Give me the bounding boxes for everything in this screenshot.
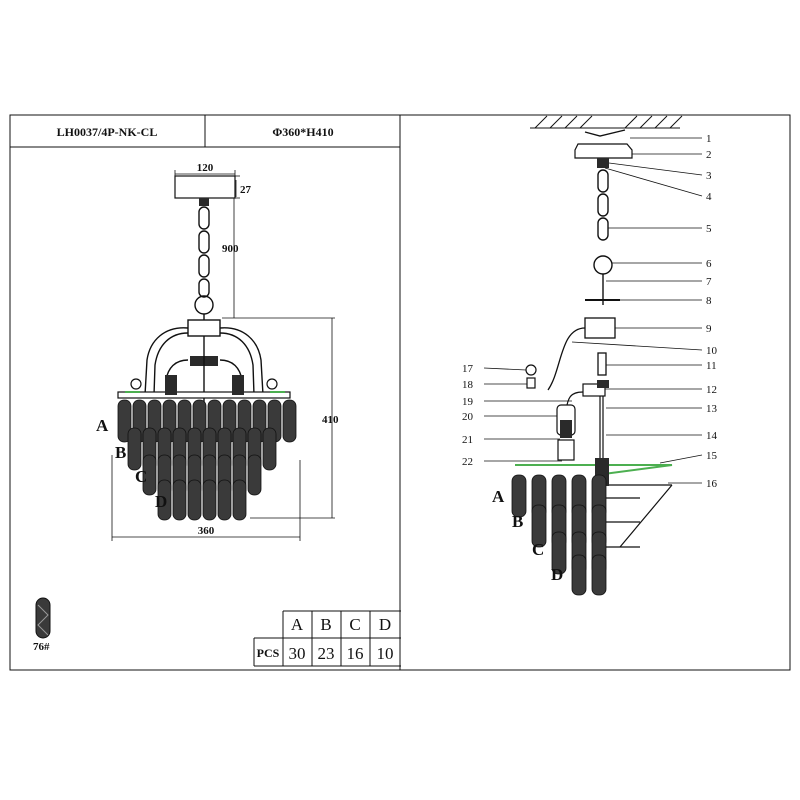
leader-lines-right [571,137,703,484]
crystal-facet-icon [37,604,49,636]
dim-canopy-height: 27 [240,184,252,196]
canopy-plate [174,175,236,206]
frame-arms [144,319,264,440]
pcs-col-d: D [379,615,391,634]
part-number-labels: 1 2 3 4 5 6 7 8 9 10 11 12 13 14 15 16 1… [462,133,718,490]
part-label-6: 6 [706,258,712,270]
dim-chain-length: 900 [222,243,239,255]
part-label-21: 21 [462,434,473,446]
crystal-detail: 76# [33,597,51,653]
part-label-5: 5 [706,223,712,235]
part-label-17: 17 [462,363,474,375]
title-block: LH0037/4P-NK-CL Φ360*H410 [57,125,334,139]
part-label-20: 20 [462,411,474,423]
dim-canopy-width: 120 [197,162,214,174]
pcs-col-c: C [349,615,360,634]
exploded-tier-label-d: D [551,565,563,584]
part-label-13: 13 [706,403,718,415]
chain-exploded [585,169,620,305]
pcs-col-b: B [320,615,331,634]
ceiling-hatch [530,115,683,137]
front-view-tier-labels: A B C D [96,416,167,511]
exploded-tier-label-a: A [492,487,505,506]
part-label-9: 9 [706,323,712,335]
front-view-dimensions: 120 27 900 410 360 [197,162,339,537]
top-ring [117,378,291,399]
dim-overall-width: 360 [198,525,215,537]
model-code: LH0037/4P-NK-CL [57,125,158,139]
tier-label-d: D [155,492,167,511]
pcs-count-a: 30 [289,644,306,663]
pcs-count-c: 16 [347,644,364,663]
exploded-tier-label-b: B [512,512,523,531]
tier-label-c: C [135,467,147,486]
front-view [111,170,335,541]
part-label-22: 22 [462,456,473,468]
part-label-15: 15 [706,450,718,462]
part-label-3: 3 [706,170,712,182]
crystal-part-number: 76# [33,641,50,653]
pcs-row-label: PCS [257,646,280,660]
part-label-18: 18 [462,379,474,391]
hanging-chain [194,206,214,322]
pcs-table-text: PCS A B C D 30 23 16 10 [257,615,394,663]
part-label-1: 1 [706,133,712,145]
crystal-stack-exploded [511,474,607,596]
central-column [525,364,609,461]
canopy-exploded [574,143,633,159]
overall-dimensions: Φ360*H410 [272,125,333,139]
crystal-tier-d [157,479,247,521]
tier-label-a: A [96,416,109,435]
part-label-11: 11 [706,360,717,372]
part-label-2: 2 [706,149,712,161]
part-label-12: 12 [706,384,717,396]
part-label-4: 4 [706,191,712,203]
part-label-14: 14 [706,430,718,442]
lamp-holders [165,375,244,395]
part-label-16: 16 [706,478,718,490]
part-label-19: 19 [462,396,474,408]
part-label-10: 10 [706,345,718,357]
dimension-lines [111,170,335,541]
pcs-col-a: A [291,615,304,634]
dim-overall-height: 410 [322,414,339,426]
pcs-count-d: 10 [377,644,394,663]
part-label-8: 8 [706,295,712,307]
pcs-count-b: 23 [318,644,335,663]
leader-lines-left [483,367,572,462]
exploded-view [483,115,703,596]
exploded-tier-label-c: C [532,540,544,559]
pcs-table [253,610,401,667]
wire-junction [547,317,616,391]
canopy-hook [597,158,609,168]
exploded-tier-labels: A B C D [492,487,563,584]
crystal-icon [35,597,51,639]
part-label-7: 7 [706,276,712,288]
sheet-frame [9,114,791,671]
tier-label-b: B [115,443,126,462]
